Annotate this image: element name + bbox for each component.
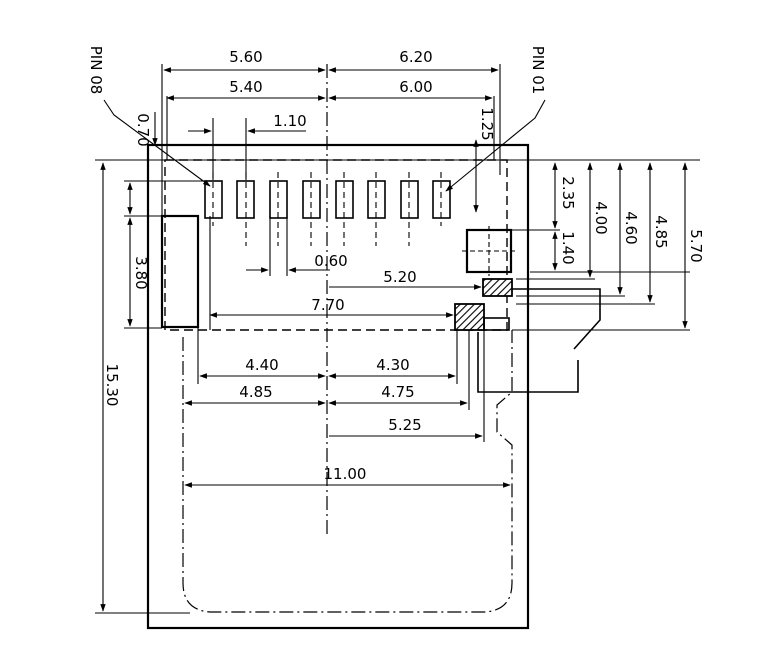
dim-right-485: 4.85	[652, 215, 670, 248]
dim-pad-width: 0.60	[314, 252, 347, 270]
dim-right-400: 4.00	[592, 201, 610, 234]
detect-pad-upper	[482, 278, 513, 297]
dim-top-right-inner: 6.00	[399, 78, 432, 96]
dim-card-width: 11.00	[324, 465, 367, 483]
dim-right-235: 2.35	[559, 176, 577, 209]
dim-top-left-inner: 5.40	[229, 78, 262, 96]
dim-bot-475: 4.75	[381, 383, 414, 401]
dim-right-small: 1.25	[478, 107, 496, 140]
dim-bot-485: 4.85	[239, 383, 272, 401]
dim-right-570: 5.70	[687, 229, 705, 262]
socket-outline	[146, 143, 530, 630]
dim-top-left-outer: 5.60	[229, 48, 262, 66]
dim-right-460: 4.60	[622, 211, 640, 244]
dim-right-140: 1.40	[559, 231, 577, 264]
dim-bot-525: 5.25	[388, 416, 421, 434]
dim-bot-430: 4.30	[376, 356, 409, 374]
label-pin-01: PIN 01	[529, 46, 547, 95]
switch-lever	[477, 332, 579, 393]
left-block	[160, 214, 200, 329]
detect-pad-lower	[454, 303, 485, 331]
dim-mid-520: 5.20	[383, 268, 416, 286]
card-outline	[182, 330, 513, 613]
dim-total-height: 15.30	[103, 364, 121, 407]
dim-bot-440: 4.40	[245, 356, 278, 374]
pin-row	[204, 172, 451, 246]
dim-mid-770: 7.70	[311, 296, 344, 314]
dim-pin-pitch: 1.10	[273, 112, 306, 130]
dim-left-small: 0.70	[134, 113, 152, 146]
label-pin-08: PIN 08	[87, 46, 105, 95]
dim-top-right-outer: 6.20	[399, 48, 432, 66]
dim-left-height: 3.80	[132, 256, 150, 289]
